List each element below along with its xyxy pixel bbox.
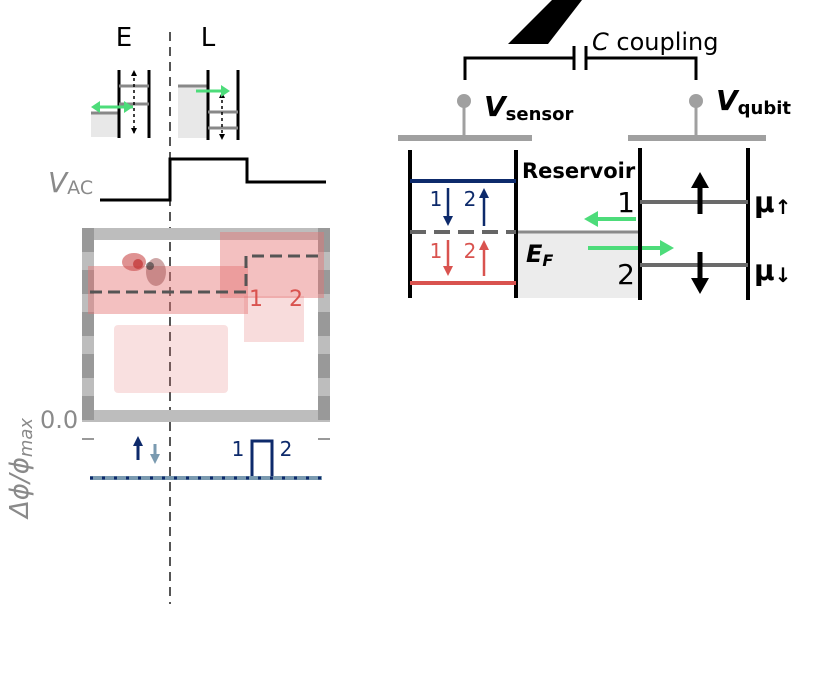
fermi-level-label: EF <box>526 240 553 270</box>
blue-level-1-label: 1 <box>232 437 245 461</box>
label-l: L <box>201 23 216 53</box>
coupling-label: C coupling <box>592 28 719 56</box>
sensor-navy-2-label: 2 <box>464 187 477 211</box>
signal-frame <box>82 228 330 440</box>
l-stage-diagram <box>178 70 240 140</box>
sensor-red-1-label: 1 <box>430 239 443 263</box>
label-e: E <box>116 23 132 53</box>
red-signal-regions <box>88 232 324 393</box>
y-axis-label: Δϕ/ϕmax <box>5 418 37 520</box>
red-level-1-label: 1 <box>249 287 263 312</box>
mu-down-label: μ↓ <box>754 254 791 287</box>
sensor-navy-1-label: 1 <box>430 187 443 211</box>
red-level-2-label: 2 <box>289 287 303 312</box>
zero-tick-label: 0.0 <box>40 406 78 434</box>
blue-level-2-label: 2 <box>280 437 293 461</box>
vac-label: VAC <box>48 166 93 199</box>
sensor-gate <box>398 94 532 141</box>
e-stage-diagram <box>91 70 151 138</box>
vqubit-label: Vqubit <box>716 84 791 119</box>
vac-waveform <box>100 157 326 202</box>
qubit-level-2-label: 2 <box>617 258 635 291</box>
reservoir-label: Reservoir <box>522 159 636 183</box>
gate-electrode-shape <box>508 0 582 44</box>
sensor-red-2-label: 2 <box>464 239 477 263</box>
vsensor-label: Vsensor <box>484 90 573 125</box>
coupling-capacitor <box>463 46 698 80</box>
qubit-level-1-label: 1 <box>617 186 635 219</box>
sensor-step-trace <box>90 254 322 294</box>
reservoir-fill <box>516 232 640 298</box>
mu-up-label: μ↑ <box>754 186 791 219</box>
qubit-gate <box>628 94 766 141</box>
